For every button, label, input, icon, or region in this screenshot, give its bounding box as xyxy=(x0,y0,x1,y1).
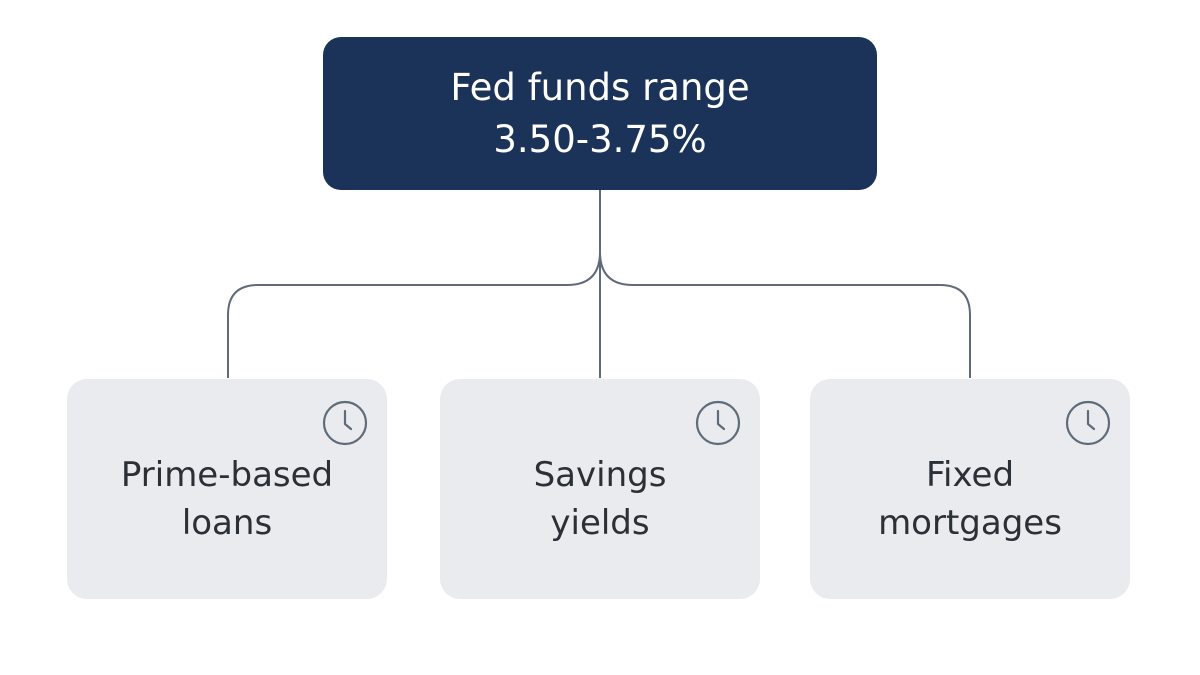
fed-funds-title: Fed funds range xyxy=(450,65,750,109)
prime-based-loans-node: Prime-based loans xyxy=(67,379,387,599)
connector-left-branch xyxy=(227,251,601,378)
child-label-line1: Savings xyxy=(533,455,667,495)
clock-icon xyxy=(322,400,368,446)
savings-yields-label: Savings yields xyxy=(440,451,760,547)
prime-based-loans-label: Prime-based loans xyxy=(67,451,387,547)
child-label-line2: mortgages xyxy=(878,503,1062,543)
clock-icon xyxy=(695,400,741,446)
fixed-mortgages-node: Fixed mortgages xyxy=(810,379,1130,599)
clock-icon xyxy=(1065,400,1111,446)
child-label-line2: yields xyxy=(550,503,650,543)
child-label-line1: Prime-based xyxy=(120,455,334,495)
connector-right-branch xyxy=(599,251,971,378)
savings-yields-node: Savings yields xyxy=(440,379,760,599)
child-label-line2: loans xyxy=(181,503,273,543)
fed-funds-value: 3.50-3.75% xyxy=(493,117,707,161)
fed-funds-node: Fed funds range 3.50-3.75% xyxy=(323,37,877,190)
fixed-mortgages-label: Fixed mortgages xyxy=(810,451,1130,547)
child-label-line1: Fixed xyxy=(925,455,1015,495)
